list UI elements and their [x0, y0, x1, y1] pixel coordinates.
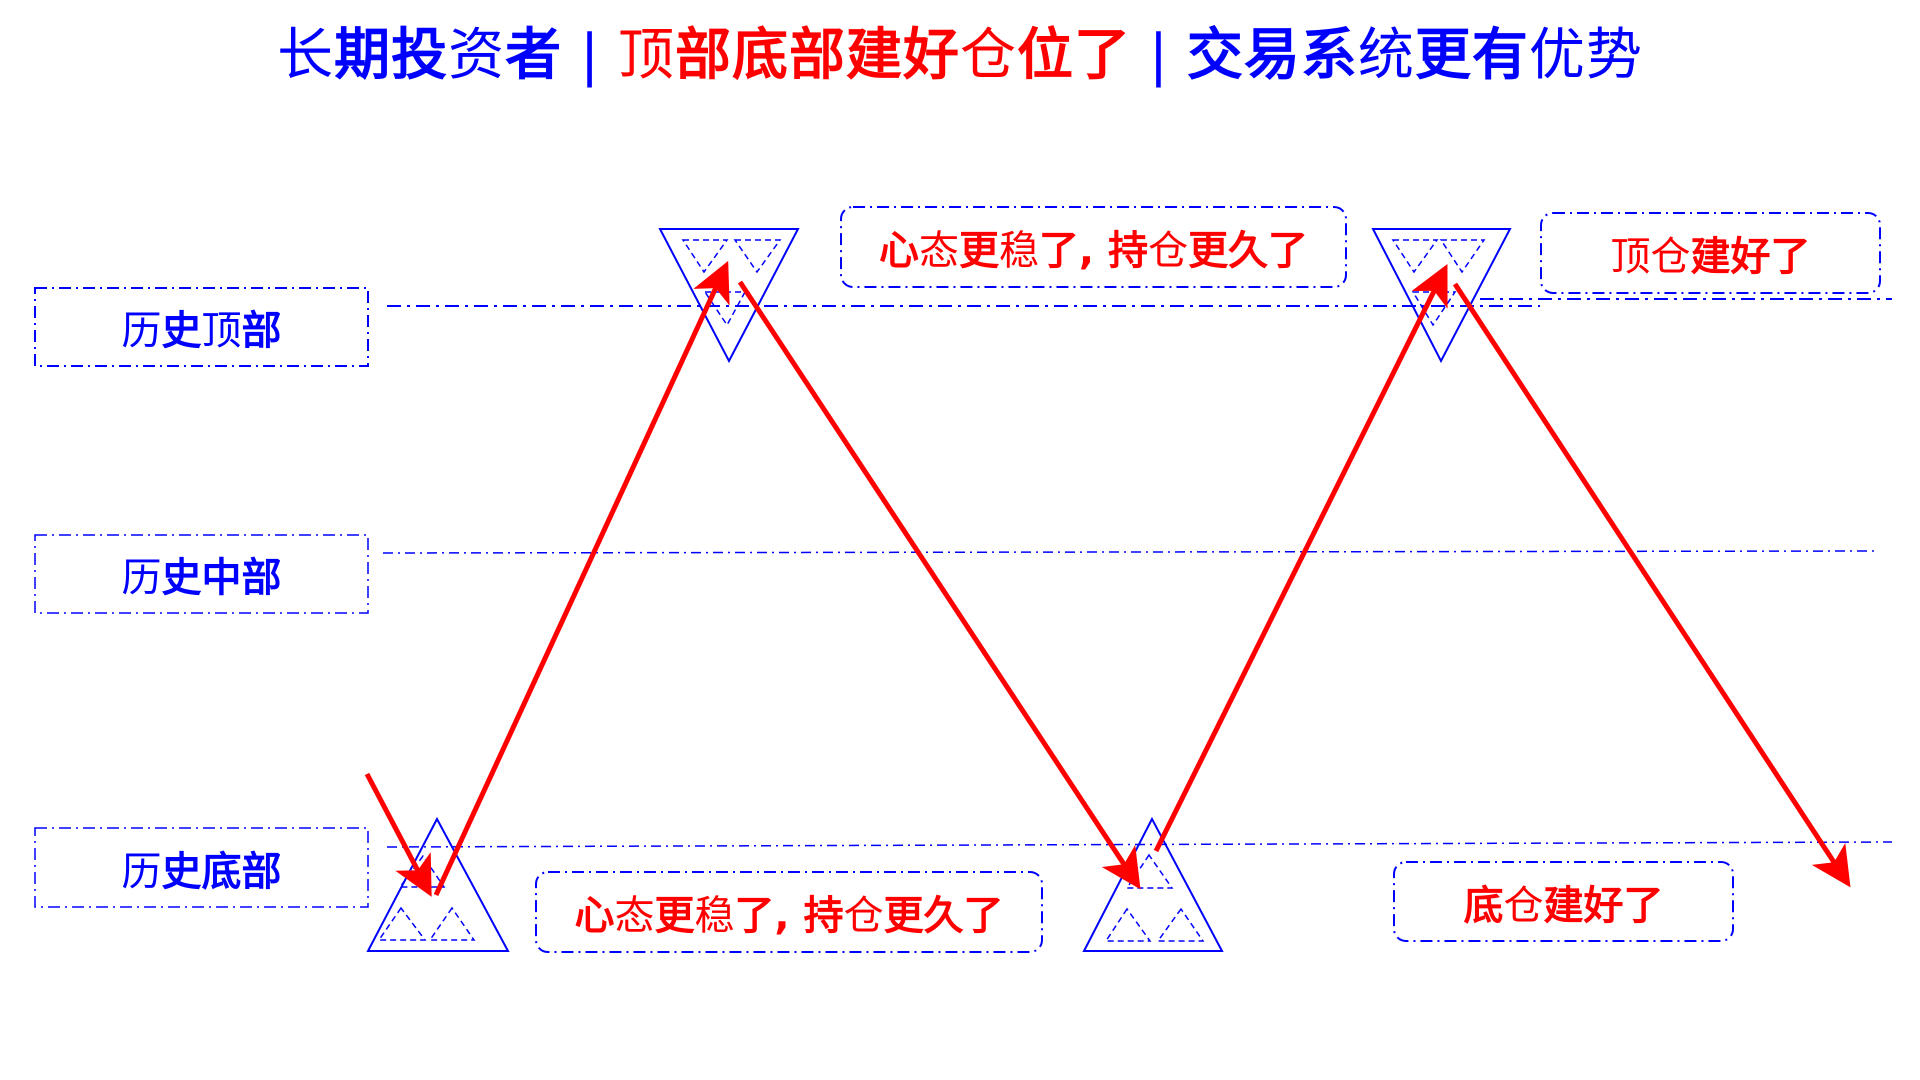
- note-char: 仓: [843, 893, 884, 939]
- note-char: 建好了: [1690, 234, 1811, 280]
- label-char: 史底部: [161, 848, 282, 895]
- note-bottom-mindset: 心态更稳了, 持仓更久了: [536, 872, 1042, 952]
- title-char: 顶: [618, 23, 675, 88]
- title-char: 位了: [1017, 23, 1131, 88]
- title-char: 统: [1357, 23, 1415, 88]
- title-separator: |: [1149, 23, 1169, 88]
- note-char: 顶: [1610, 234, 1651, 280]
- title-char: 交易系: [1186, 23, 1358, 88]
- note-char: 了,: [734, 893, 804, 939]
- label-char: 史: [161, 308, 202, 354]
- title-char: 长: [277, 23, 335, 88]
- title-char: 资: [448, 23, 506, 88]
- note-char: 仓: [1650, 234, 1691, 280]
- note-char: 稳: [998, 228, 1039, 274]
- note-char: 更久了: [883, 893, 1004, 939]
- page-title: 长期投资者 | 顶部底部建好仓位了 | 交易系统更有优势: [0, 18, 1920, 94]
- note-top-mindset: 心态更稳了, 持仓更久了: [841, 207, 1346, 287]
- note-char: 心: [878, 228, 919, 274]
- label-char: 历: [121, 308, 162, 354]
- title-char: 部底部建好: [675, 23, 960, 88]
- title-segment-positions-built: 顶部底部建好仓位了: [618, 18, 1131, 94]
- note-char: 仓: [1503, 882, 1544, 929]
- title-char: 期投: [334, 23, 449, 88]
- note-box-bottom-position: [1393, 861, 1734, 942]
- note-char: 持: [803, 893, 844, 939]
- title-separator: |: [580, 23, 600, 88]
- title-char: 优势: [1528, 23, 1643, 88]
- note-char: 建好了: [1543, 882, 1664, 929]
- note-char: 态: [918, 228, 959, 274]
- label-char: 部: [241, 308, 282, 354]
- label-char: 史中部: [161, 555, 282, 601]
- label-char: 历: [121, 848, 162, 895]
- price-arrow-down-2: [1452, 282, 1851, 888]
- note-char: 更: [958, 228, 999, 274]
- note-char: 底: [1463, 882, 1504, 929]
- label-char: 历: [121, 555, 162, 601]
- price-arrow-up-2: [1153, 264, 1448, 853]
- note-top-position: 顶仓建好了: [1541, 213, 1880, 293]
- note-char: 仓: [1148, 228, 1189, 274]
- price-arrow-down-entry: [364, 772, 432, 897]
- middle-level-line: [382, 550, 1877, 554]
- level-label-top: 历史顶部: [35, 288, 368, 366]
- label-char: 顶: [201, 308, 242, 354]
- level-box-top: [34, 287, 369, 367]
- title-segment-trading-system: 交易系统更有优势: [1187, 18, 1643, 94]
- note-char: 心: [574, 893, 615, 939]
- note-char: 稳: [694, 893, 735, 939]
- note-box-top-position: [1540, 212, 1881, 294]
- title-segment-long-term-investor: 长期投资者: [277, 18, 562, 94]
- title-char: 更有: [1414, 23, 1529, 88]
- level-label-bottom: 历史底部: [35, 828, 368, 907]
- level-box-bottom: [34, 827, 369, 908]
- price-arrow-down-1: [737, 280, 1141, 890]
- note-box-bottom-mindset: [535, 871, 1043, 953]
- price-arrow-up-1: [433, 260, 730, 897]
- note-char: 更久了: [1188, 228, 1309, 274]
- note-char: 态: [614, 893, 655, 939]
- note-char: 持: [1108, 228, 1149, 274]
- note-char: 更: [654, 893, 695, 939]
- level-box-middle: [34, 534, 369, 614]
- note-char: 了,: [1038, 228, 1109, 274]
- title-char: 仓: [960, 23, 1017, 88]
- top-triangle-icon: [1371, 228, 1512, 364]
- title-char: 者: [505, 23, 563, 88]
- note-bottom-position: 底仓建好了: [1394, 862, 1733, 941]
- note-box-top-mindset: [840, 206, 1347, 288]
- level-label-middle: 历史中部: [35, 535, 368, 613]
